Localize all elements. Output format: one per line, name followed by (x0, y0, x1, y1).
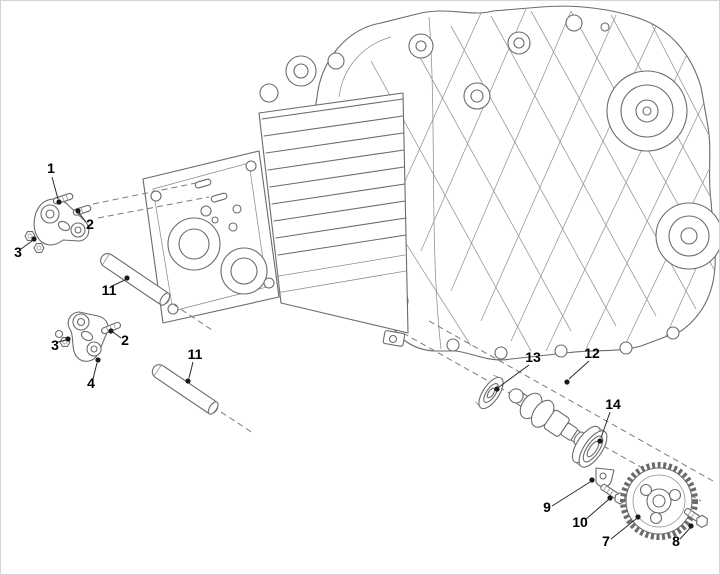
callout-9[interactable]: 9 (543, 499, 551, 515)
callout-13[interactable]: 13 (525, 349, 541, 365)
camshaft (508, 388, 585, 446)
engine-crankcase (313, 5, 719, 361)
adjuster-screw (72, 204, 92, 216)
callout-4[interactable]: 4 (87, 375, 95, 391)
callout-3[interactable]: 3 (14, 244, 22, 260)
rocker-arm-assembly-lower (54, 311, 122, 362)
callout-7[interactable]: 7 (602, 533, 610, 549)
rocker-shaft-pin-lower (151, 364, 219, 415)
callout-2b[interactable]: 2 (121, 332, 129, 348)
cylinder-fins (258, 52, 409, 334)
callout-8[interactable]: 8 (672, 533, 680, 549)
callout-11[interactable]: 11 (102, 282, 117, 298)
callout-1[interactable]: 1 (47, 160, 55, 176)
sprocket-bolt (683, 507, 708, 528)
camshaft-bearing (475, 374, 504, 410)
callout-3b[interactable]: 3 (51, 337, 59, 353)
rocker-shaft-pin-upper (100, 252, 171, 306)
cylinder-head-face (142, 150, 280, 324)
callout-leaders (20, 176, 694, 540)
callout-14[interactable]: 14 (605, 396, 621, 412)
callout-12[interactable]: 12 (584, 345, 600, 361)
camshaft-sprocket (620, 462, 698, 540)
callout-10[interactable]: 10 (572, 514, 588, 530)
callout-2[interactable]: 2 (86, 216, 94, 232)
callout-11b[interactable]: 11 (188, 346, 203, 362)
